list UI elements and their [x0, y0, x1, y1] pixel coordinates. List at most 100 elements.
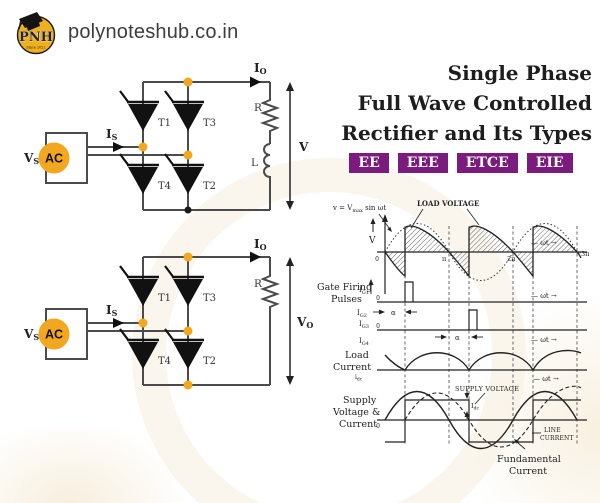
x-axis-label: — ωt →: [531, 239, 557, 247]
gate-pulses-panel: Gate Firing Pulses IG1 0 IG2 IG3 0 IG4 α: [317, 279, 587, 347]
badge-ee: EE: [349, 153, 389, 173]
thyristor-t2-label: T2: [203, 356, 216, 367]
pnh-logo: PNH Since 2022: [16, 12, 56, 55]
input-current-arrow: [113, 318, 124, 328]
load-voltage-shaded: [385, 226, 581, 276]
input-current-label: IS: [106, 127, 118, 142]
load-current-x-label: — ωt →: [533, 375, 559, 383]
ig4-label: IG4: [359, 337, 369, 347]
load-current-curve: [384, 349, 582, 372]
site-url: polynoteshub.co.in: [68, 20, 239, 43]
output-current-label: IO: [254, 238, 267, 252]
load-voltage-title: LOAD VOLTAGE: [417, 199, 479, 208]
tick-pi: π: [442, 255, 447, 263]
thyristor-t4-label: T4: [158, 356, 171, 367]
header: PNH Since 2022 polynoteshub.co.in: [12, 8, 238, 56]
thyristor-t1-label: T1: [158, 118, 171, 129]
supply-voltage-label: SUPPLY VOLTAGE: [455, 385, 519, 393]
idc-sub-label: idc: [355, 374, 363, 383]
thyristor-t4-symbol: [118, 152, 161, 196]
tick-3pi: 3π: [581, 250, 590, 258]
ig3-label: IG3: [359, 320, 369, 330]
voltage-measure-arrow: [286, 257, 294, 385]
alpha-marker-1: [373, 309, 417, 315]
tick-2pi: 2π: [507, 255, 516, 263]
input-current-label: IS: [106, 303, 118, 318]
load-voltage-panel: V 0 v = Vmax sin ωt LOAD VOLTAGE π 2π 3π…: [332, 199, 590, 294]
load-current-label-1: Load: [345, 350, 369, 361]
thyristor-t3-label: T3: [203, 293, 216, 304]
supply-left-label-1: Supply: [343, 395, 377, 406]
waveform-figure: V 0 v = Vmax sin ωt LOAD VOLTAGE π 2π 3π…: [317, 199, 590, 477]
gate-x-label-1: — ωt →: [531, 292, 557, 300]
voltage-measure-arrow: [286, 82, 294, 210]
load-voltage-curve: [384, 225, 582, 278]
input-current-arrow: [113, 142, 124, 152]
supply-panel: SUPPLY VOLTAGE 0 Idc LINE CURRENT Fundam…: [332, 385, 587, 477]
thyristor-t1-symbol: [118, 89, 161, 133]
badge-eie: EIE: [526, 153, 573, 173]
fundamental-label-2: Current: [509, 466, 547, 477]
gate-label-2: Pulses: [331, 294, 362, 305]
fundamental-current-curve: [404, 385, 582, 448]
badge-eee: EEE: [397, 153, 448, 173]
page-title: Single Phase Full Wave Controlled Rectif…: [330, 58, 592, 148]
equation-label: v = Vmax sin ωt: [332, 204, 386, 214]
ac-source-label: AC: [45, 152, 63, 166]
junction-dots: [138, 252, 193, 390]
logo-tagline: Since 2022: [26, 46, 45, 50]
line-current-label-2: CURRENT: [540, 435, 574, 442]
load-current-label-2: Current: [333, 362, 371, 373]
ac-source: [38, 142, 70, 174]
graduation-cap-icon: [18, 12, 43, 31]
inductor-label: L: [251, 157, 258, 169]
resistor-label: R: [254, 278, 263, 290]
ac-source-label: AC: [45, 328, 63, 342]
alpha-marker-2: [435, 334, 483, 340]
circuit-rl-load: AC VS IS IO T1 T3 T4 T2 R L V: [23, 61, 309, 214]
resistor-label: R: [254, 102, 263, 114]
origin-label: 0: [375, 256, 379, 263]
source-voltage-label: VS: [23, 151, 39, 166]
y-axis-label: V: [368, 236, 376, 246]
branch-badges: EE EEE ETCE EIE: [330, 153, 592, 173]
ac-source: [38, 318, 70, 350]
idc-marker-label: Idc: [471, 402, 479, 412]
gate-x-label-2: — ωt →: [531, 336, 557, 344]
ig2-label: IG2: [357, 309, 367, 319]
title-line-1: Single Phase: [447, 61, 592, 85]
alpha-label-1: α: [391, 309, 396, 317]
gate-pulse-1: [404, 281, 414, 302]
circuit-r-load: AC VS IS IO T1 T3 T4 T2 R VO: [23, 238, 313, 390]
thyristor-t4-symbol: [118, 327, 161, 371]
gate-zero-2: 0: [376, 323, 380, 330]
alpha-label-2: α: [455, 334, 460, 342]
line-current-label-1: LINE: [544, 427, 561, 434]
thyristor-t1-label: T1: [158, 293, 171, 304]
output-voltage-label: VO: [296, 315, 313, 330]
supply-zero: 0: [376, 423, 380, 430]
gate-pulse-2: [468, 309, 478, 330]
output-voltage-label: V: [298, 140, 309, 154]
supply-voltage-curve: [384, 391, 578, 449]
source-voltage-label: VS: [23, 327, 39, 342]
gate-zero-1: 0: [376, 295, 380, 302]
gate-label-1: Gate Firing: [317, 282, 372, 293]
output-current-label: IO: [254, 61, 267, 76]
thyristor-t2-label: T2: [203, 181, 216, 192]
output-current-arrow: [250, 251, 261, 263]
fundamental-label-1: Fundamental: [497, 454, 561, 465]
thyristor-t4-label: T4: [158, 181, 171, 192]
badge-etce: ETCE: [456, 153, 518, 173]
ig1-label: IG1: [359, 286, 369, 296]
output-current-arrow: [250, 76, 261, 88]
supply-left-label-3: Current: [339, 419, 377, 430]
logo-text: PNH: [19, 30, 53, 45]
supply-sine-dotted: [384, 223, 578, 281]
title-line-3: Rectifier and Its Types: [341, 121, 592, 145]
thyristor-t1-symbol: [118, 264, 161, 308]
title-line-2: Full Wave Controlled: [357, 91, 592, 115]
junction-dots: [138, 77, 193, 214]
supply-left-label-2: Voltage &: [332, 407, 380, 418]
